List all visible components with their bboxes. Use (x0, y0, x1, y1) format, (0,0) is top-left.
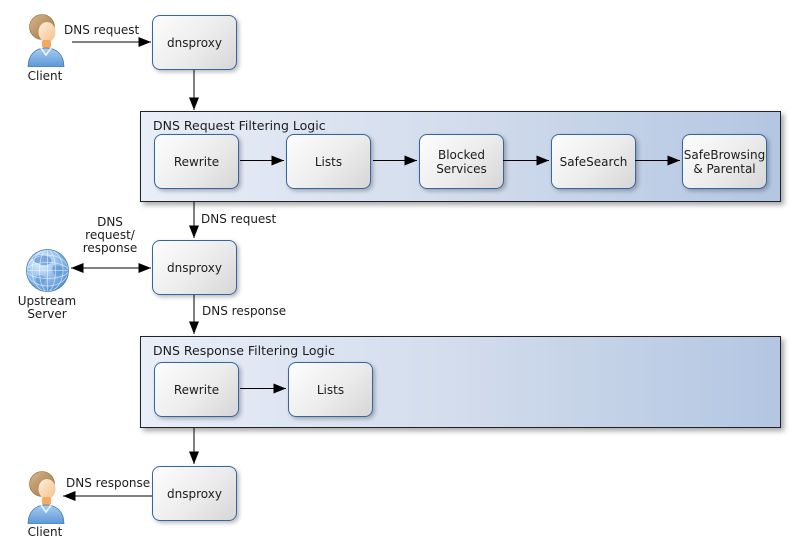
upstream-edge-line1: DNS (97, 215, 123, 229)
step-label: SafeSearch (559, 154, 628, 169)
step-lists-response: Lists (288, 362, 373, 417)
upstream-server-icon (25, 248, 70, 297)
client-bottom-label: Client (27, 525, 63, 539)
edge-label-proxy-to-request-filter: DNS request (201, 212, 277, 226)
edge-label-client-to-proxy: DNS request (64, 23, 140, 37)
step-label: Rewrite (173, 154, 220, 169)
dnsproxy-top-label: dnsproxy (167, 35, 222, 50)
dnsproxy-mid-label: dnsproxy (167, 260, 222, 275)
client-bottom-icon (27, 471, 65, 528)
dnsproxy-bottom-label: dnsproxy (167, 486, 222, 501)
step-label: Lists (314, 154, 343, 169)
step-label: Lists (316, 382, 345, 397)
request-filtering-container: DNS Request Filtering Logic Rewrite List… (140, 111, 781, 202)
client-top-icon (27, 14, 65, 71)
step-label: Rewrite (173, 382, 220, 397)
dnsproxy-bottom-node: dnsproxy (152, 466, 237, 521)
step-safesearch: SafeSearch (551, 134, 636, 189)
upstream-edge-line3: response (82, 241, 138, 255)
response-filtering-title: DNS Response Filtering Logic (153, 343, 335, 358)
step-label: SafeBrowsing & Parental (683, 147, 766, 176)
edge-label-proxy-to-client: DNS response (66, 476, 151, 490)
dnsproxy-top-node: dnsproxy (152, 15, 237, 70)
step-label: Blocked Services (436, 147, 487, 176)
upstream-server-label: Upstream Server (11, 295, 83, 321)
dnsproxy-mid-node: dnsproxy (152, 240, 237, 295)
step-blocked-services: Blocked Services (419, 134, 504, 189)
client-top-label: Client (27, 69, 63, 83)
step-rewrite-response: Rewrite (154, 362, 239, 417)
upstream-label-line2: Server (27, 307, 67, 321)
step-rewrite-request: Rewrite (154, 134, 239, 189)
upstream-edge-line2: request/ (85, 228, 135, 242)
edge-label-proxy-to-response-filter: DNS response (202, 304, 287, 318)
request-filtering-title: DNS Request Filtering Logic (153, 118, 326, 133)
step-lists-request: Lists (286, 134, 371, 189)
response-filtering-container: DNS Response Filtering Logic Rewrite Lis… (140, 336, 781, 428)
step-safebrowsing-parental: SafeBrowsing & Parental (682, 134, 767, 189)
upstream-label-line1: Upstream (17, 294, 77, 308)
edge-label-upstream: DNS request/ response (78, 216, 142, 255)
